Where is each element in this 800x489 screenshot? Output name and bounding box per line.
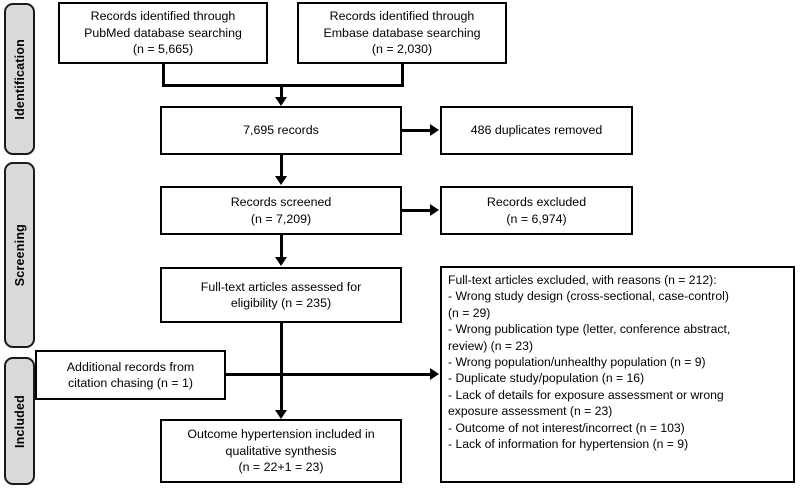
arrowhead-into-reasons-panel: [430, 368, 439, 380]
arrowhead-into-fulltext: [275, 257, 287, 266]
stage-label-included: Included: [12, 394, 27, 448]
box-records-excluded-text: Records excluded (n = 6,974): [486, 195, 587, 226]
reason-item: - Duplicate study/population (n = 16): [448, 371, 645, 386]
stage-tab-screening: Screening: [4, 162, 35, 348]
box-outcome-included: Outcome hypertension included in qualita…: [160, 419, 402, 483]
box-duplicates-removed-text: 486 duplicates removed: [470, 123, 603, 138]
stage-label-screening: Screening: [12, 223, 27, 287]
arrowhead-into-duplicates: [430, 124, 439, 136]
connector-pubmed-down: [162, 64, 165, 87]
arrowhead-into-excluded: [430, 204, 439, 216]
connector-fulltext-down: [280, 323, 283, 416]
stage-label-identification: Identification: [12, 38, 27, 120]
reason-item: - Lack of information for hypertension (…: [448, 437, 689, 452]
connector-total-to-duplicates: [402, 129, 432, 132]
panel-fulltext-excluded-reasons: Full-text articles excluded, with reason…: [440, 266, 795, 483]
arrowhead-into-records-total: [275, 97, 287, 106]
box-fulltext-assessed-text: Full-text articles assessed for eligibil…: [200, 279, 362, 310]
connector-screened-down: [280, 235, 283, 258]
connector-citation-to-reasons: [226, 373, 432, 376]
reason-item: - Outcome of not interest/incorrect (n =…: [448, 420, 685, 435]
box-additional-records-citation-chasing: Additional records from citation chasing…: [35, 350, 226, 400]
reason-item: - Wrong publication type (letter, confer…: [448, 322, 731, 353]
arrowhead-into-outcome: [275, 410, 287, 419]
arrowhead-into-screened: [275, 176, 287, 185]
connector-merge-down: [280, 84, 283, 100]
box-fulltext-assessed: Full-text articles assessed for eligibil…: [160, 267, 402, 323]
reason-item: - Wrong population/unhealthy population …: [448, 355, 706, 370]
box-records-identified-embase: Records identified through Embase databa…: [297, 2, 507, 64]
reason-item: - Wrong study design (cross-sectional, c…: [448, 289, 729, 320]
stage-tab-identification: Identification: [4, 3, 35, 155]
connector-embase-down: [401, 64, 404, 87]
box-records-identified-embase-text: Records identified through Embase databa…: [323, 9, 481, 57]
box-records-identified-pubmed-text: Records identified through PubMed databa…: [84, 9, 242, 57]
box-outcome-included-text: Outcome hypertension included in qualita…: [187, 427, 375, 475]
box-records-identified-pubmed: Records identified through PubMed databa…: [58, 2, 268, 64]
reasons-heading: Full-text articles excluded, with reason…: [448, 273, 717, 287]
stage-tab-included: Included: [4, 357, 35, 485]
box-records-total-text: 7,695 records: [243, 123, 319, 138]
box-records-excluded: Records excluded (n = 6,974): [440, 186, 633, 235]
box-records-total: 7,695 records: [160, 106, 402, 155]
connector-screened-to-excluded: [402, 209, 432, 212]
connector-merge-horizontal: [162, 84, 404, 87]
box-additional-records-citation-chasing-text: Additional records from citation chasing…: [66, 359, 195, 390]
reason-item: - Lack of details for exposure assessmen…: [448, 387, 724, 419]
connector-total-down: [280, 155, 283, 177]
box-duplicates-removed: 486 duplicates removed: [440, 106, 633, 155]
box-records-screened-text: Records screened (n = 7,209): [230, 195, 332, 226]
box-records-screened: Records screened (n = 7,209): [160, 186, 402, 235]
